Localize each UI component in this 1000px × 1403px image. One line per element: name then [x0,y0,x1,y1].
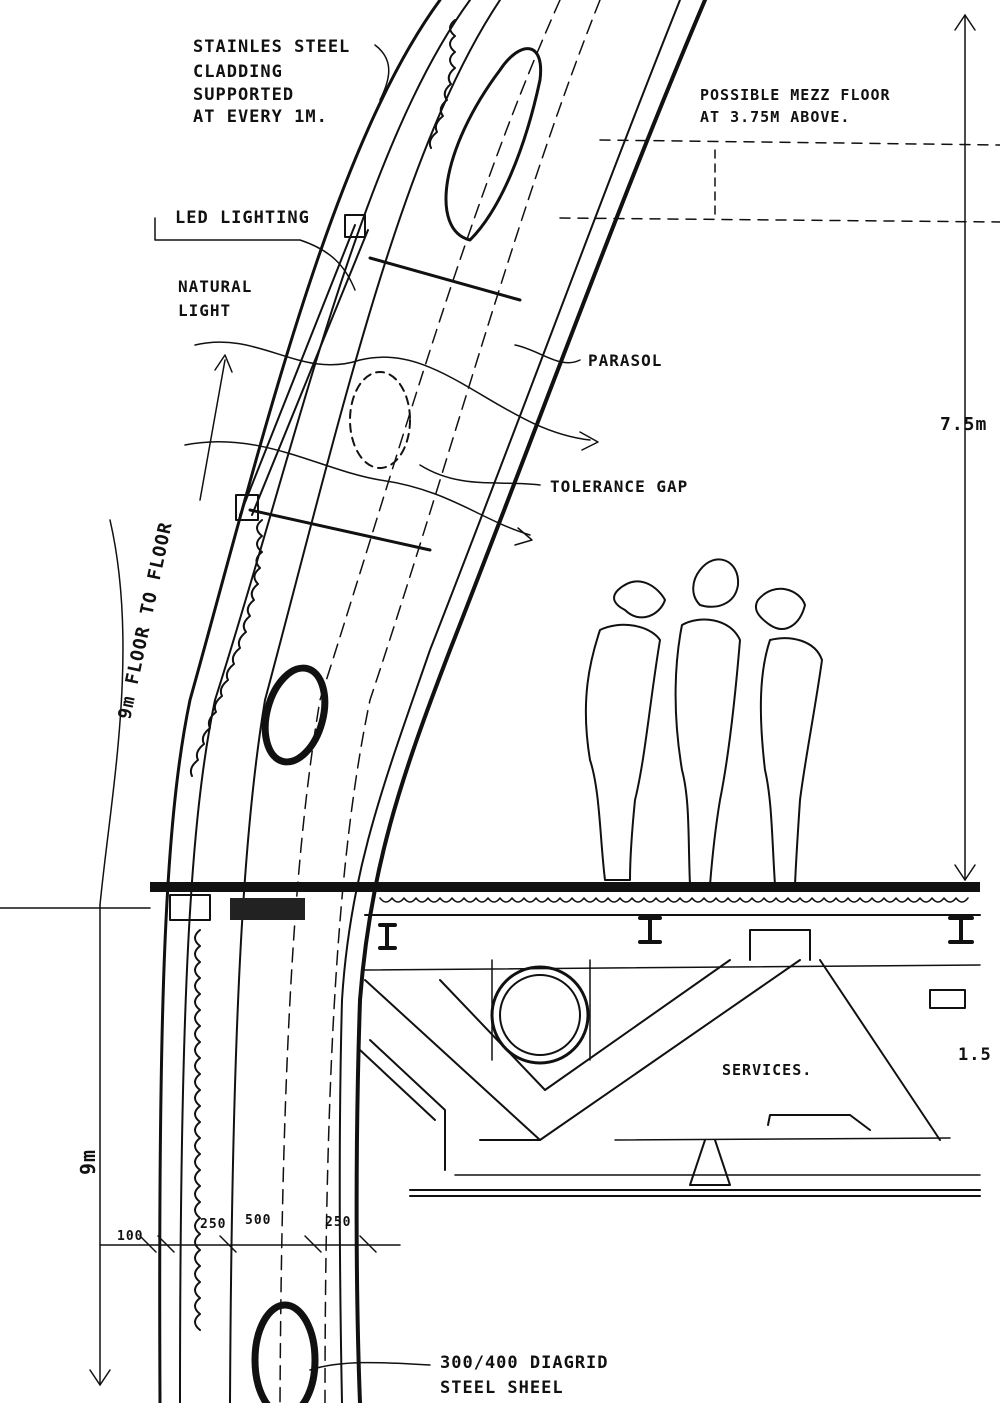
people-figures [584,558,823,886]
label-cladding-line2: CLADDING [193,62,283,82]
label-cladding-line3: SUPPORTED [193,85,294,105]
insulation-pattern [189,19,456,1331]
duct-circle [490,965,590,1065]
label-tolerance-gap: TOLERANCE GAP [550,477,688,496]
label-diagrid-line1: 300/400 DIAGRID [440,1353,609,1373]
label-parasol: PARASOL [588,351,662,370]
label-natural-line2: LIGHT [178,301,231,320]
label-cladding-line1: STAINLES STEEL [193,37,350,57]
label-right-partial: 1.5 [958,1045,992,1065]
dim-250-left: 250 [200,1217,226,1232]
label-natural-line1: NATURAL [178,277,252,296]
label-diagrid-line2: STEEL SHEEL [440,1378,564,1398]
dim-500: 500 [245,1213,271,1228]
label-lower-height: 9m [76,1149,100,1175]
oval-opening [261,664,329,766]
curved-diagrid-wall [158,0,707,1403]
label-mezz-line2: AT 3.75M ABOVE. [700,108,850,126]
label-mezz-line1: POSSIBLE MEZZ FLOOR [700,86,891,104]
annotation-cladding: STAINLES STEEL CLADDING SUPPORTED AT EVE… [193,37,350,127]
services-void [359,929,981,1197]
annotation-diagrid: 300/400 DIAGRID STEEL SHEEL [440,1353,609,1398]
dim-250-right: 250 [325,1215,351,1230]
annotation-mezz: POSSIBLE MEZZ FLOOR AT 3.75M ABOVE. [700,86,891,126]
label-services: SERVICES. [722,1061,812,1079]
dimension-lines [89,14,976,1386]
floor-slab [0,882,981,950]
shell-openings [251,47,543,1403]
label-cladding-line4: AT EVERY 1M. [193,107,328,127]
label-floor-to-floor: 9m FLOOR TO FLOOR [114,520,176,721]
label-height-7-5m: 7.5m [940,414,987,435]
mezz-floor-line [559,139,1000,223]
lower-oval-opening [251,1301,319,1403]
dimension-values: 100 250 500 250 [117,1213,351,1244]
leader-lines [154,44,599,1371]
dim-100: 100 [117,1229,143,1244]
label-led-lighting: LED LIGHTING [175,208,310,228]
